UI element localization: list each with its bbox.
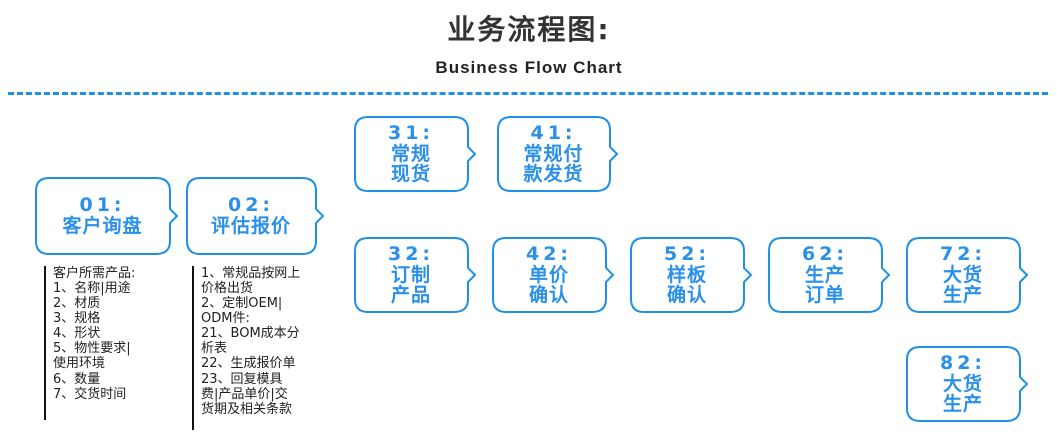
node-border <box>186 177 325 255</box>
node-text: 大货 生产 <box>942 263 983 307</box>
node-number: 41: <box>530 121 577 144</box>
node-text: 订制 产品 <box>390 263 431 307</box>
node-border <box>492 237 615 313</box>
node-border <box>354 116 477 192</box>
node-shape <box>768 237 891 313</box>
node-number: 01: <box>79 194 126 217</box>
node-shape <box>492 237 615 313</box>
node-border <box>354 237 477 313</box>
node-text: 大货 生产 <box>942 372 983 416</box>
node-shape <box>354 116 477 192</box>
node-text: 常规 现货 <box>390 142 431 186</box>
node-number: 82: <box>939 351 987 374</box>
page-subtitle: Business Flow Chart <box>435 58 623 77</box>
node-border <box>497 116 619 192</box>
node-text: 客户询盘 <box>62 215 143 237</box>
node-52-sample-confirmation: 52: 样板 确认 <box>630 237 753 313</box>
node-shape <box>354 237 477 313</box>
node-text: 常规付 款发货 <box>523 142 584 186</box>
dashed-divider <box>8 92 1048 95</box>
node-border <box>906 237 1029 313</box>
node-41-regular-payment-shipping: 41: 常规付 款发货 <box>497 116 619 192</box>
node-text: 评估报价 <box>210 215 291 237</box>
node-text: 单价 确认 <box>528 263 569 307</box>
node-31-regular-stock: 31: 常规 现货 <box>354 116 477 192</box>
node-border <box>35 177 179 255</box>
node-text: 生产 订单 <box>804 263 845 307</box>
node-shape <box>35 177 179 255</box>
node-42-price-confirmation: 42: 单价 确认 <box>492 237 615 313</box>
node-number: 52: <box>663 242 711 265</box>
node-text: 样板 确认 <box>666 263 707 307</box>
node-number: 31: <box>387 121 435 144</box>
page-title: 业务流程图: <box>447 13 611 46</box>
node-border <box>768 237 891 313</box>
node-number: 72: <box>939 242 987 265</box>
node-number: 62: <box>801 242 849 265</box>
node-01-customer-inquiry: 01: 客户询盘 <box>35 177 179 255</box>
node-shape <box>186 177 325 255</box>
quote-details-list: 1、常规品按网上 价格出货 2、定制OEM| ODM件: 21、BOM成本分 析… <box>192 266 336 430</box>
node-number: 32: <box>387 242 435 265</box>
node-shape <box>630 237 753 313</box>
node-02-evaluate-quote: 02: 评估报价 <box>186 177 325 255</box>
node-32-custom-product: 32: 订制 产品 <box>354 237 477 313</box>
node-border <box>906 346 1029 422</box>
node-shape <box>906 346 1029 422</box>
node-82-mass-production: 82: 大货 生产 <box>906 346 1029 422</box>
node-62-production-order: 62: 生产 订单 <box>768 237 891 313</box>
node-border <box>630 237 753 313</box>
node-number: 42: <box>525 242 573 265</box>
node-72-mass-production: 72: 大货 生产 <box>906 237 1029 313</box>
node-shape <box>906 237 1029 313</box>
node-number: 02: <box>227 194 275 217</box>
node-shape <box>497 116 619 192</box>
customer-needs-list: 客户所需产品: 1、名称|用途 2、材质 3、规格 4、形状 5、物性要求| 使… <box>44 266 173 420</box>
